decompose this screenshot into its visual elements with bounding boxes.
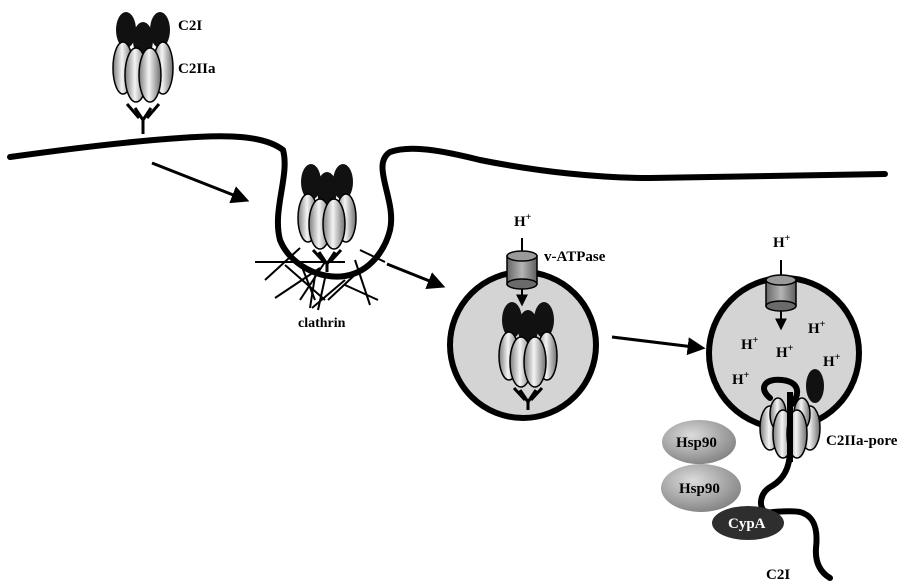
flow-arrow-icon [152, 163, 246, 200]
label-vatpase: v-ATPase [544, 249, 606, 265]
label-proton-1: H+ [514, 212, 532, 230]
label-hsp90-top: Hsp90 [676, 435, 717, 451]
label-clathrin: clathrin [298, 316, 346, 331]
heptamer-with-c2i-icon [298, 164, 356, 272]
label-c2i-bottom: C2I [766, 567, 790, 581]
label-proton-2: H+ [773, 233, 791, 251]
label-c2iia: C2IIa [178, 61, 216, 77]
plasma-membrane [10, 136, 885, 276]
label-hsp90-bottom: Hsp90 [679, 481, 720, 497]
flow-arrow-icon [387, 264, 442, 286]
label-cypa: CypA [728, 516, 766, 532]
flow-arrow-icon [612, 337, 702, 348]
c2i-subunit [806, 369, 824, 403]
heptamer-with-c2i-icon [113, 12, 173, 134]
label-c2i: C2I [178, 18, 202, 34]
label-c2iia-pore: C2IIa-pore [826, 433, 898, 449]
